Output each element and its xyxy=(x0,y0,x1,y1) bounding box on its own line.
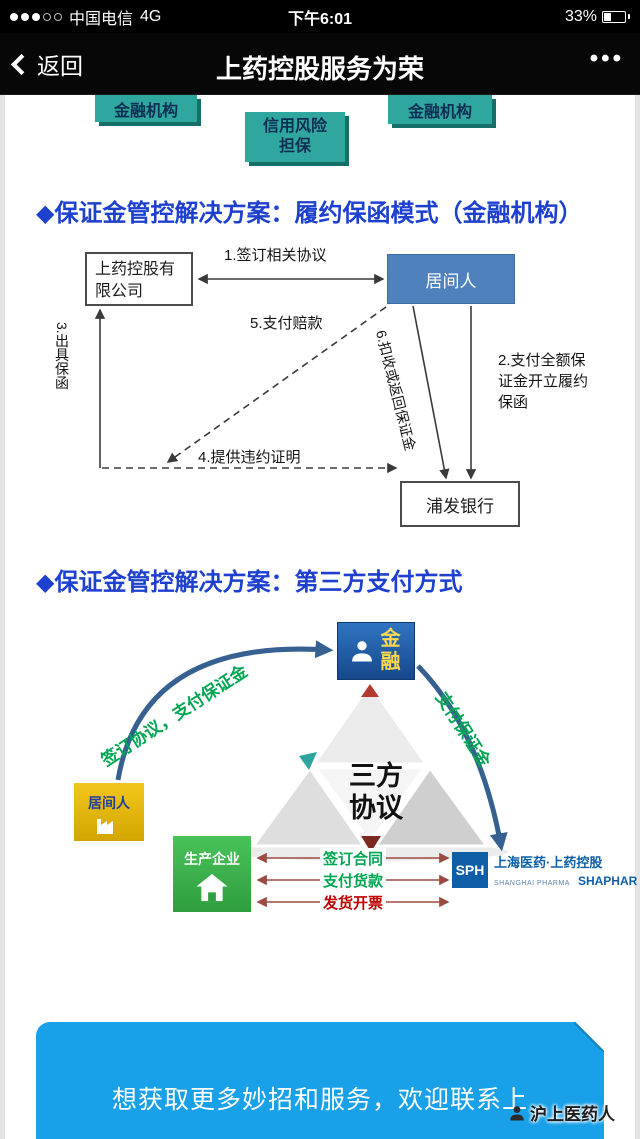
sph-english-name: SHANGHAI PHARMA xyxy=(494,880,570,887)
contact-banner-text: 想获取更多妙招和服务，欢迎联系上 xyxy=(111,1086,528,1114)
broker-node: 居间人 xyxy=(387,254,515,304)
page-curl-decoration xyxy=(574,1022,604,1052)
top-diagram-fragment: 金融机构 信用风险担保 金融机构 xyxy=(0,95,640,175)
credit-risk-guarantee-label: 信用风险担保 xyxy=(262,118,327,155)
finance-label: 金融 xyxy=(380,628,401,673)
sign-contract-label: 签订合同 xyxy=(320,848,387,869)
flow-step-1-label: 1.签订相关协议 xyxy=(222,244,329,265)
watermark-text: 沪上医药人 xyxy=(530,1105,615,1124)
clock-label: 下午6:01 xyxy=(287,10,353,28)
factory-icon xyxy=(97,818,113,834)
sph-logo-mark: SPH xyxy=(452,852,488,888)
producer-label: 生产企业 xyxy=(184,851,240,867)
pay-goods-label: 支付货款 xyxy=(320,870,387,891)
signal-strength-icon xyxy=(10,12,62,21)
broker-node-2: 居间人 xyxy=(74,783,144,841)
flow-step-3-label: 3.出具保函 xyxy=(52,320,72,444)
company-node: 上药控股有限公司 xyxy=(85,252,193,306)
back-button[interactable]: 返回 xyxy=(10,47,83,81)
battery-percent-label: 33% xyxy=(564,7,597,25)
flow-arrows-layer xyxy=(94,273,477,480)
credit-risk-guarantee-box: 信用风险担保 xyxy=(245,112,345,162)
shaphar-label: SHAPHAR xyxy=(577,874,638,888)
battery-icon xyxy=(602,10,626,23)
producer-node: 生产企业 xyxy=(173,836,251,912)
flow-step-5-label: 5.支付赔款 xyxy=(248,312,325,333)
flow-step-2-label: 2.支付全额保证金开立履约保函 xyxy=(498,352,589,411)
network-type-label: 4G xyxy=(140,7,162,25)
pyramid-and-arrows-layer xyxy=(115,640,508,908)
third-party-payment-diagram: 三方协议 金融 居间人 生产企业 签订协议，支付保证金 支付保证金 签订合同 xyxy=(0,600,640,1020)
content-left-margin xyxy=(0,95,5,1139)
person-icon xyxy=(351,641,372,662)
guarantee-letter-flow-diagram: 上药控股有限公司 居间人 浦发银行 1.签订相关协议 2.支付全额保证金开立履约… xyxy=(0,240,640,545)
status-bar: 中国电信 4G 下午6:01 33% xyxy=(0,0,640,33)
battery-tip-icon xyxy=(628,14,630,19)
section2-heading: ◆保证金管控解决方案：第三方支付方式 xyxy=(36,569,463,596)
content-right-margin xyxy=(635,95,640,1139)
finance-org-box-left: 金融机构 xyxy=(95,95,197,122)
flow-step-4-label: 4.提供违约证明 xyxy=(196,446,303,467)
nav-bar: 返回 上药控股服务为荣 ••• xyxy=(0,33,640,95)
page-title: 上药控股服务为荣 xyxy=(215,54,425,84)
sph-company-name: 上海医药·上药控股 xyxy=(494,855,603,870)
finance-node: 金融 xyxy=(337,622,415,680)
broker-label-2: 居间人 xyxy=(88,794,130,811)
back-label: 返回 xyxy=(37,53,83,79)
finance-org-box-right: 金融机构 xyxy=(388,95,492,124)
watermark: 沪上医药人 xyxy=(508,1100,615,1125)
sph-logo: SPH 上海医药·上药控股 SHANGHAI PHARMA SHAPHAR xyxy=(452,852,637,888)
house-icon xyxy=(196,873,228,902)
more-menu-button[interactable]: ••• xyxy=(589,45,624,72)
ship-invoice-label: 发货开票 xyxy=(320,892,387,913)
carrier-label: 中国电信 xyxy=(69,10,134,28)
section1-heading: ◆保证金管控解决方案：履约保函模式（金融机构） xyxy=(36,200,583,227)
chevron-left-icon xyxy=(10,53,33,75)
tripartite-agreement-label: 三方协议 xyxy=(349,761,403,824)
watermark-logo-icon xyxy=(510,1105,524,1120)
contact-banner: 想获取更多妙招和服务，欢迎联系上 xyxy=(36,1022,604,1139)
bank-node: 浦发银行 xyxy=(400,481,520,527)
